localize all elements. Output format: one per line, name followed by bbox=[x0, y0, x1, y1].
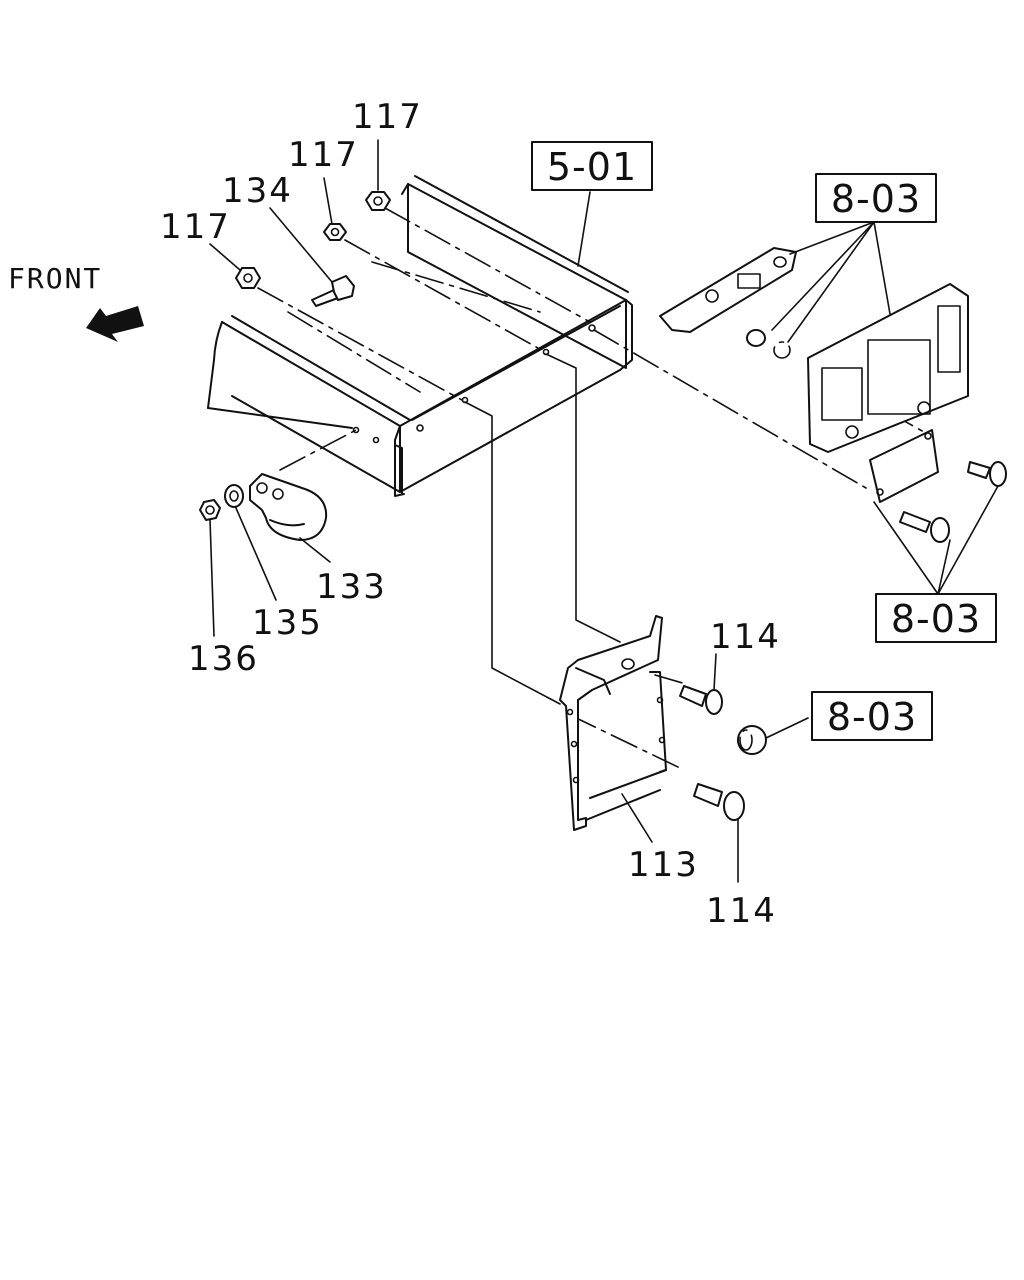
washer-135 bbox=[224, 484, 244, 508]
rear-lamp bbox=[807, 283, 969, 453]
bolt-114-upper bbox=[679, 685, 723, 715]
lamp-bolt-upper bbox=[967, 461, 1007, 487]
ref-box-8-03-right-text: 8-03 bbox=[891, 597, 981, 641]
nut-117-left bbox=[235, 267, 261, 289]
ref-box-8-03-right: 8-03 bbox=[875, 593, 997, 643]
ref-box-5-01-text: 5-01 bbox=[547, 145, 637, 189]
front-indicator: FRONT bbox=[8, 262, 144, 342]
callout-135: 135 bbox=[252, 603, 323, 643]
alignment-lines bbox=[257, 207, 925, 769]
frame-rail bbox=[207, 315, 411, 495]
tow-hook-133 bbox=[249, 473, 328, 541]
lamp-bolt-lower bbox=[899, 511, 950, 543]
lamp-washer bbox=[773, 341, 791, 359]
lamp-nut bbox=[746, 329, 766, 347]
callout-117-mid: 117 bbox=[288, 135, 359, 175]
grommet-8-03 bbox=[737, 725, 767, 755]
nut-136 bbox=[199, 499, 221, 521]
cross-member bbox=[352, 175, 633, 497]
lamp-mount-plate bbox=[869, 429, 939, 503]
ref-box-8-03-top-text: 8-03 bbox=[831, 177, 921, 221]
bracket-113 bbox=[559, 615, 667, 831]
front-arrow-icon bbox=[86, 306, 144, 342]
callout-136: 136 bbox=[188, 639, 259, 679]
callout-114-lower: 114 bbox=[706, 891, 777, 931]
nut-117-top bbox=[365, 191, 391, 211]
ref-box-8-03-grommet-text: 8-03 bbox=[827, 695, 917, 739]
callout-133: 133 bbox=[316, 567, 387, 607]
callout-113: 113 bbox=[628, 845, 699, 885]
bolt-134 bbox=[311, 275, 355, 307]
bolt-114-lower bbox=[693, 783, 745, 821]
callout-114-upper: 114 bbox=[710, 617, 781, 657]
lamp-bracket bbox=[659, 247, 797, 333]
leader-lines bbox=[209, 139, 999, 883]
ref-box-8-03-top: 8-03 bbox=[815, 173, 937, 223]
callout-134: 134 bbox=[222, 171, 293, 211]
callout-117-left: 117 bbox=[160, 207, 231, 247]
ref-box-8-03-grommet: 8-03 bbox=[811, 691, 933, 741]
callout-117-top: 117 bbox=[352, 97, 423, 137]
ref-box-5-01: 5-01 bbox=[531, 141, 653, 191]
nut-117-mid bbox=[323, 223, 347, 241]
front-label: FRONT bbox=[8, 262, 102, 295]
